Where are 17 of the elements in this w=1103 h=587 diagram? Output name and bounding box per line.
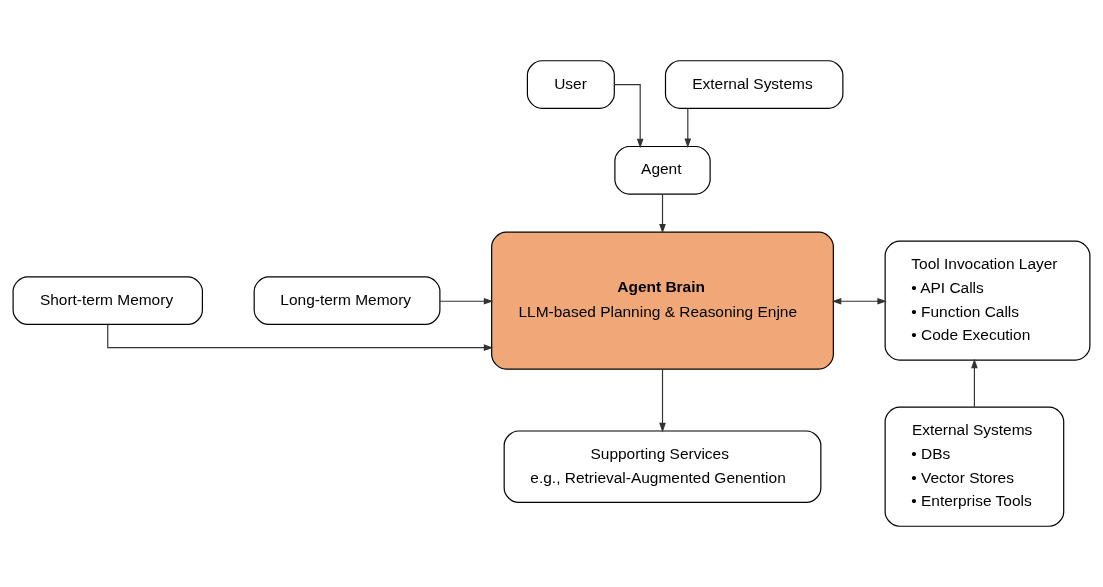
arrow [831, 297, 887, 305]
arrow [684, 107, 692, 149]
arrow [659, 193, 666, 234]
node-box: Agent [614, 145, 711, 195]
node-box: External Systems • DBs • Vector Stores • Enterprise Tools [884, 406, 1065, 527]
node-box: Long-term Memory [253, 276, 441, 326]
node-box: Supporting Services e.g., Retrieval-Augmented Genention [503, 430, 822, 504]
node-box: User [526, 60, 615, 109]
arrow [971, 358, 978, 408]
node-box: Short-term Memory [12, 276, 203, 326]
node-box: External Systems [664, 60, 844, 109]
arrow [613, 83, 644, 149]
node-box: Tool Invocation Layer • API Calls • Function Calls • Code Execution [884, 240, 1091, 361]
arrow [659, 368, 666, 433]
node-box: Agent Brain LLM-based Planning & Reasoning Enjne [491, 231, 834, 370]
arrow [107, 324, 494, 351]
arrow [439, 297, 494, 305]
